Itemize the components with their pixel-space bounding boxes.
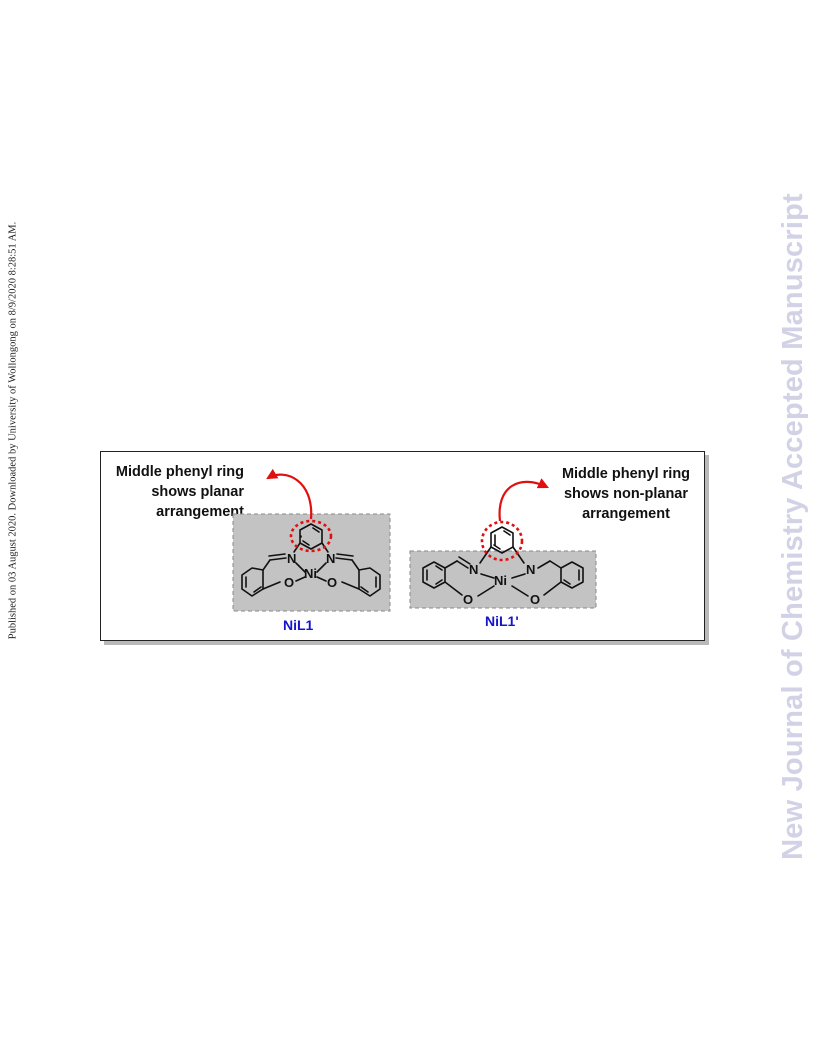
nil1-structure: N N Ni O O <box>232 468 391 612</box>
nil1-n-right: N <box>326 551 335 566</box>
figure-frame <box>100 451 705 641</box>
nil1-highlight-circle <box>289 519 333 553</box>
nil1-prime-n-left: N <box>469 562 478 577</box>
nil1-prime-structure: N N Ni O O <box>409 478 597 609</box>
nil1-pointer-arrow <box>266 468 313 520</box>
nil1-o-left: O <box>284 575 294 590</box>
right-annotation: Middle phenyl ring shows non-planar arra… <box>561 466 691 522</box>
nil1-prime-panel <box>409 550 597 609</box>
nil1-panel <box>232 513 391 612</box>
nil1-prime-pointer-arrow <box>498 478 549 522</box>
nil1-n-left: N <box>287 551 296 566</box>
nil1-middle-ring <box>299 523 323 550</box>
nil1-prime-middle-ring <box>490 526 514 554</box>
nil1-prime-o-right: O <box>530 592 540 607</box>
nil1-prime-ni: Ni <box>494 573 507 588</box>
left-annotation: Middle phenyl ring shows planar arrangem… <box>115 464 244 520</box>
nil1-ni: Ni <box>304 566 317 581</box>
nil1-o-right: O <box>327 575 337 590</box>
nil1-prime-o-left: O <box>463 592 473 607</box>
nil1-prime-left-ring <box>422 561 446 589</box>
nil1-prime-highlight-circle <box>480 520 524 562</box>
nil1-prime-label: NiL1' <box>485 613 519 629</box>
nil1-prime-n-right: N <box>526 562 535 577</box>
nil1-label: NiL1 <box>283 617 314 633</box>
nil1-prime-right-ring <box>560 561 584 589</box>
